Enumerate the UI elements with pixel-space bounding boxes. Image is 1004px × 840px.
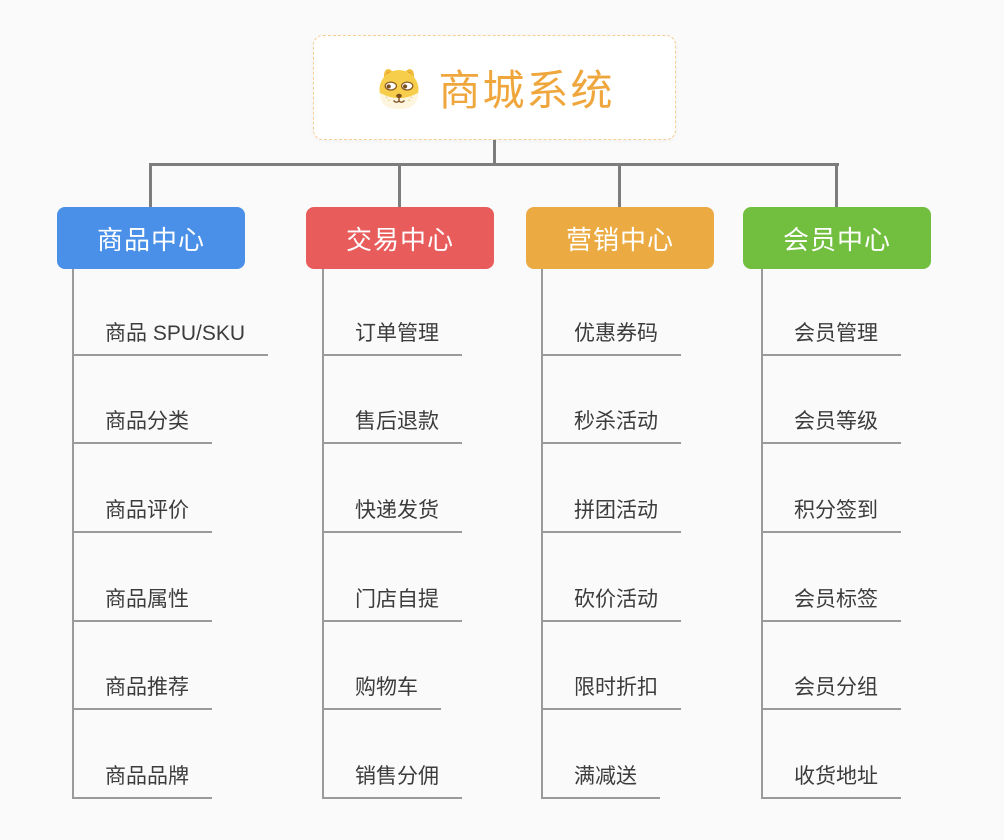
branch-label: 营销中心 <box>565 224 674 255</box>
leaf-row: 销售分佣 <box>322 710 584 800</box>
leaf-column-trade: 订单管理 售后退款 快递发货 门店自提 购物车 销售分佣 <box>322 267 584 800</box>
leaf-row: 商品评价 <box>72 444 334 534</box>
leaf-node[interactable]: 秒杀活动 <box>541 405 681 445</box>
leaf-column-marketing: 优惠券码 秒杀活动 拼团活动 砍价活动 限时折扣 满减送 <box>541 267 803 800</box>
leaf-row: 会员分组 <box>761 622 1004 711</box>
leaf-node[interactable]: 商品分类 <box>72 405 212 445</box>
connector-root-drop <box>493 139 496 166</box>
leaf-node[interactable]: 订单管理 <box>322 317 462 356</box>
leaf-node[interactable]: 会员等级 <box>761 405 901 445</box>
leaf-row: 拼团活动 <box>541 444 803 534</box>
leaf-node[interactable]: 销售分佣 <box>322 760 462 800</box>
leaf-row: 购物车 <box>322 622 584 711</box>
leaf-row: 优惠券码 <box>541 267 803 356</box>
leaf-row: 快递发货 <box>322 444 584 534</box>
leaf-node[interactable]: 商品推荐 <box>72 671 212 711</box>
leaf-node[interactable]: 积分签到 <box>761 494 901 534</box>
branch-label: 商品中心 <box>96 224 205 255</box>
leaf-node[interactable]: 门店自提 <box>322 583 462 622</box>
leaf-row: 商品分类 <box>72 356 334 445</box>
leaf-node[interactable]: 商品属性 <box>72 583 212 622</box>
leaf-row: 售后退款 <box>322 356 584 445</box>
leaf-row: 满减送 <box>541 710 803 800</box>
branch-node-trade-center[interactable]: 交易中心 <box>306 207 494 269</box>
leaf-node[interactable]: 限时折扣 <box>541 671 681 711</box>
leaf-row: 限时折扣 <box>541 622 803 711</box>
branch-node-marketing-center[interactable]: 营销中心 <box>526 207 714 269</box>
leaf-node[interactable]: 收货地址 <box>761 760 901 800</box>
leaf-node[interactable]: 会员分组 <box>761 671 901 711</box>
leaf-row: 商品 SPU/SKU <box>72 267 334 356</box>
leaf-node[interactable]: 售后退款 <box>322 405 462 445</box>
leaf-node[interactable]: 快递发货 <box>322 494 462 534</box>
branch-label: 会员中心 <box>782 224 891 255</box>
leaf-row: 商品推荐 <box>72 622 334 711</box>
branch-node-member-center[interactable]: 会员中心 <box>743 207 931 269</box>
leaf-row: 会员标签 <box>761 533 1004 622</box>
leaf-row: 会员等级 <box>761 356 1004 445</box>
leaf-row: 会员管理 <box>761 267 1004 356</box>
leaf-node[interactable]: 拼团活动 <box>541 494 681 534</box>
connector-bus <box>149 163 839 166</box>
leaf-node[interactable]: 商品 SPU/SKU <box>72 317 269 356</box>
leaf-row: 门店自提 <box>322 533 584 622</box>
dog-face-icon <box>379 68 420 109</box>
root-title: 商城系统 <box>438 67 615 114</box>
connector-drop-trade <box>398 163 401 209</box>
connector-drop-marketing <box>618 163 621 209</box>
leaf-node[interactable]: 会员标签 <box>761 583 901 622</box>
leaf-node[interactable]: 购物车 <box>322 671 441 711</box>
branch-label: 交易中心 <box>345 224 454 255</box>
connector-drop-product <box>149 163 152 209</box>
leaf-column-product: 商品 SPU/SKU 商品分类 商品评价 商品属性 商品推荐 商品品牌 <box>72 267 334 800</box>
leaf-column-member: 会员管理 会员等级 积分签到 会员标签 会员分组 收货地址 <box>761 267 1004 800</box>
leaf-row: 商品品牌 <box>72 710 334 800</box>
root-node[interactable]: 商城系统 <box>313 35 676 140</box>
leaf-row: 订单管理 <box>322 267 584 356</box>
leaf-node[interactable]: 会员管理 <box>761 317 901 356</box>
branch-node-product-center[interactable]: 商品中心 <box>57 207 245 269</box>
leaf-node[interactable]: 优惠券码 <box>541 317 681 356</box>
leaf-node[interactable]: 商品评价 <box>72 494 212 534</box>
leaf-row: 收货地址 <box>761 710 1004 800</box>
leaf-row: 商品属性 <box>72 533 334 622</box>
connector-drop-member <box>835 163 838 209</box>
leaf-row: 积分签到 <box>761 444 1004 534</box>
leaf-node[interactable]: 商品品牌 <box>72 760 212 800</box>
leaf-row: 砍价活动 <box>541 533 803 622</box>
leaf-node[interactable]: 满减送 <box>541 760 660 800</box>
leaf-node[interactable]: 砍价活动 <box>541 583 681 622</box>
leaf-row: 秒杀活动 <box>541 356 803 445</box>
